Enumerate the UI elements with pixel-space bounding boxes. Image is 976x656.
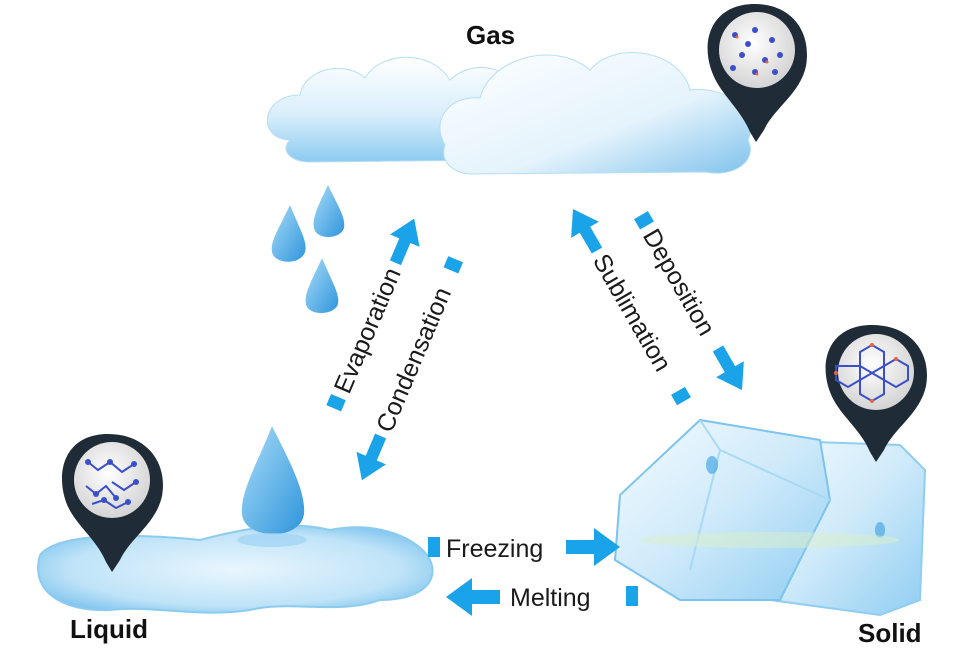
liquid-particles-pin-icon [62, 434, 163, 572]
melting-label: Melting [510, 584, 591, 612]
gas-label: Gas [466, 20, 516, 50]
freezing-label: Freezing [446, 535, 543, 563]
deposition-arrow: Deposition [634, 211, 744, 391]
freezing-arrow: Freezing [428, 528, 620, 566]
ice-cubes-icon [613, 418, 927, 617]
raindrop-icon [271, 185, 345, 313]
cloud-icon [266, 52, 752, 175]
solid-label: Solid [858, 618, 922, 648]
solid-lattice-pin-icon [825, 325, 927, 462]
melting-arrow: Melting [446, 578, 638, 616]
liquid-label: Liquid [70, 614, 148, 644]
water-puddle-icon [37, 426, 434, 614]
gas-particles-pin-icon [707, 4, 807, 142]
